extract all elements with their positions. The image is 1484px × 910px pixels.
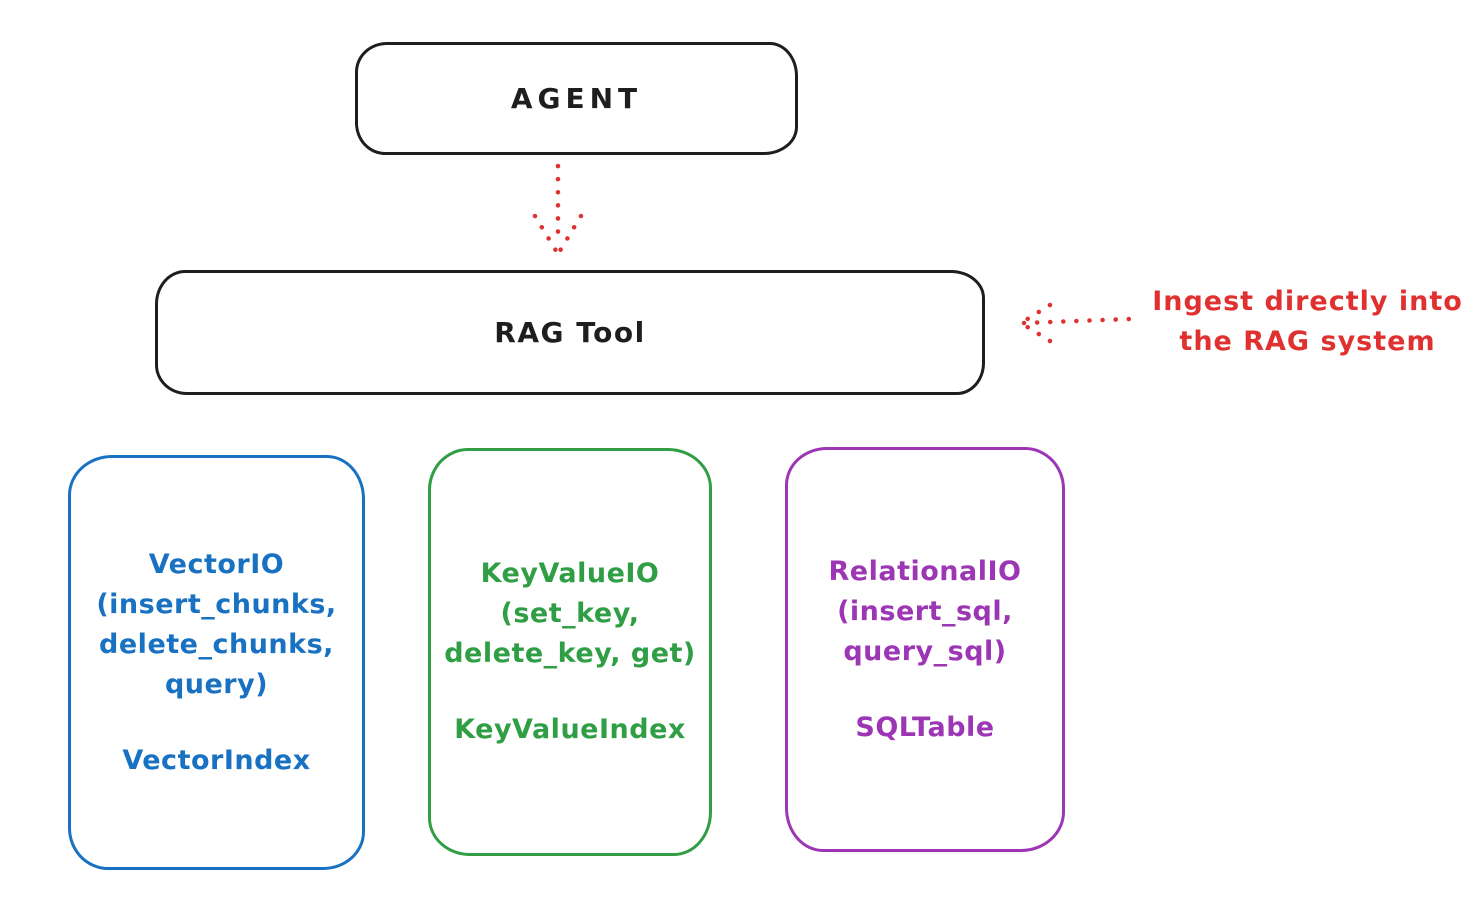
- sql-table-label: SQLTable: [855, 711, 995, 743]
- keyvalue-index-label: KeyValueIndex: [454, 714, 686, 745]
- relational-io-signature: RelationalIO (insert_sql, query_sql): [829, 552, 1022, 672]
- vector-io-title: VectorIO: [148, 548, 285, 580]
- ingest-annotation: Ingest directly into the RAG system: [1135, 282, 1480, 362]
- vector-io-arg: query): [164, 668, 269, 700]
- rag-tool-box: RAG Tool: [155, 270, 985, 395]
- ingest-annotation-line2: the RAG system: [1179, 326, 1436, 357]
- keyvalue-io-arg: (set_key,: [500, 598, 640, 629]
- agent-label: AGENT: [510, 82, 643, 115]
- agent-to-ragtool-dotted-arrow-icon: [532, 163, 584, 257]
- vector-index-label: VectorIndex: [122, 744, 311, 776]
- keyvalue-io-arg: delete_key, get): [444, 638, 696, 669]
- relational-io-title: RelationalIO: [828, 555, 1022, 587]
- rag-tool-label: RAG Tool: [494, 316, 646, 349]
- relational-io-arg: query_sql): [843, 635, 1007, 667]
- annotation-to-ragtool-dotted-arrow-icon: [1018, 302, 1133, 344]
- vector-io-box: VectorIO (insert_chunks, delete_chunks, …: [68, 455, 365, 870]
- keyvalue-io-signature: KeyValueIO (set_key, delete_key, get): [444, 554, 696, 674]
- agent-box: AGENT: [355, 42, 798, 155]
- relational-io-box: RelationalIO (insert_sql, query_sql) SQL…: [785, 447, 1065, 852]
- vector-io-signature: VectorIO (insert_chunks, delete_chunks, …: [96, 545, 336, 705]
- keyvalue-io-box: KeyValueIO (set_key, delete_key, get) Ke…: [428, 448, 712, 856]
- relational-io-arg: (insert_sql,: [837, 595, 1013, 627]
- vector-io-arg: delete_chunks,: [99, 628, 334, 660]
- vector-io-arg: (insert_chunks,: [96, 588, 337, 620]
- ingest-annotation-line1: Ingest directly into: [1152, 286, 1463, 317]
- keyvalue-io-title: KeyValueIO: [480, 558, 660, 589]
